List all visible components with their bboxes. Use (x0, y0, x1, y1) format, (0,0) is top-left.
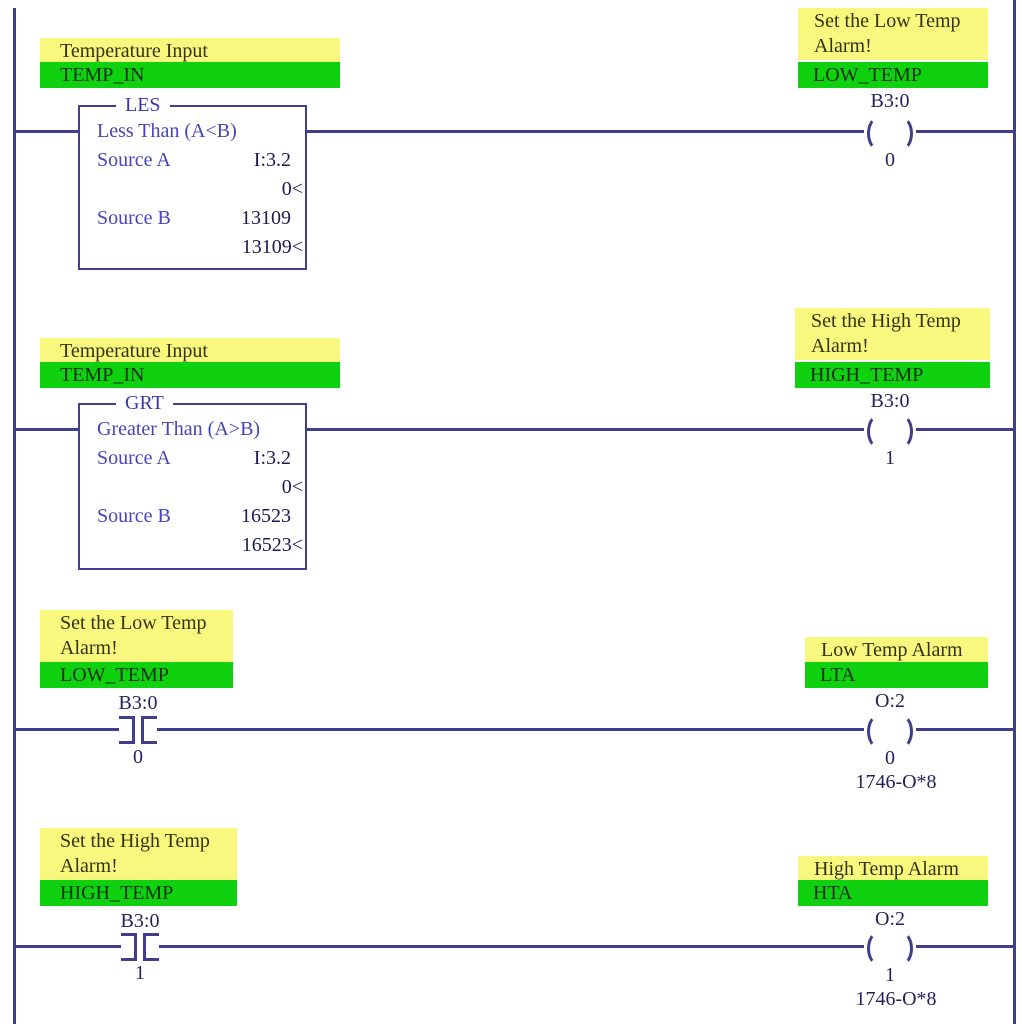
grt-mnemonic: GRT (116, 392, 173, 415)
grt-instruction-block[interactable]: GRT Greater Than (A>B) Source A I:3.2 0<… (78, 392, 307, 570)
rung3-contact-bit: 0 (133, 746, 143, 768)
rung1-input-description[interactable]: Temperature Input (40, 38, 340, 65)
rung3-input-tag[interactable]: LOW_TEMP (40, 662, 233, 688)
rung3-output-description[interactable]: Low Temp Alarm (805, 637, 988, 664)
output-coil-symbol[interactable] (864, 929, 916, 966)
coil-left-paren-icon (867, 931, 891, 966)
rung2-input-tag[interactable]: TEMP_IN (40, 362, 340, 388)
les-instruction-block[interactable]: LES Less Than (A<B) Source A I:3.2 0< So… (78, 94, 307, 270)
coil-right-paren-icon (889, 931, 913, 966)
contact-left-bracket-icon (121, 933, 137, 961)
rung3-input-description[interactable]: Set the Low Temp Alarm! (40, 610, 233, 662)
rung2-output-tag[interactable]: HIGH_TEMP (795, 362, 990, 388)
left-power-rail (13, 8, 16, 1024)
source-a-label: Source A (97, 149, 171, 171)
rung1-input-tag[interactable]: TEMP_IN (40, 62, 340, 88)
rung4-output-description[interactable]: High Temp Alarm (798, 856, 988, 883)
coil-right-paren-icon (889, 414, 913, 449)
rung-line (15, 428, 1015, 431)
rung3-output-tag[interactable]: LTA (805, 662, 988, 688)
source-a-label: Source A (97, 447, 171, 469)
rung-line (15, 728, 1015, 731)
rung1-output-tag[interactable]: LOW_TEMP (798, 62, 988, 88)
source-b-live-value: 16523< (241, 534, 303, 556)
rung4-contact-address[interactable]: B3:0 (120, 910, 160, 932)
grt-name: Greater Than (A>B) (97, 418, 261, 440)
rung-line (15, 945, 1015, 948)
rung4-contact-bit: 1 (135, 962, 145, 984)
source-a-address[interactable]: I:3.2 (253, 447, 291, 469)
rung4-coil-address[interactable]: O:2 (875, 908, 905, 930)
source-b-value[interactable]: 16523 (241, 505, 291, 527)
rung3-contact-address[interactable]: B3:0 (118, 692, 158, 714)
rung4-output-card-type: 1746-O*8 (855, 988, 937, 1010)
coil-left-paren-icon (867, 116, 891, 151)
rung2-coil-bit: 1 (885, 447, 895, 469)
rung2-input-description[interactable]: Temperature Input (40, 338, 340, 365)
contact-left-bracket-icon (119, 716, 135, 744)
rung3-output-card-type: 1746-O*8 (855, 771, 937, 793)
source-a-live-value: 0< (281, 476, 303, 498)
les-mnemonic: LES (116, 94, 170, 117)
output-coil-symbol[interactable] (864, 412, 916, 449)
rung4-input-description[interactable]: Set the High Temp Alarm! (40, 828, 237, 880)
les-name: Less Than (A<B) (97, 120, 237, 142)
xic-contact-symbol[interactable] (121, 933, 159, 961)
rung1-coil-address[interactable]: B3:0 (870, 90, 910, 112)
source-b-live-value: 13109< (241, 236, 303, 258)
rung3-coil-address[interactable]: O:2 (875, 690, 905, 712)
source-b-label: Source B (97, 505, 171, 527)
rung1-coil-bit: 0 (885, 149, 895, 171)
coil-right-paren-icon (889, 116, 913, 151)
right-power-rail (1013, 0, 1016, 1024)
rung4-coil-bit: 1 (885, 964, 895, 986)
coil-left-paren-icon (867, 414, 891, 449)
rung-line (15, 130, 1015, 133)
coil-left-paren-icon (867, 714, 891, 749)
contact-right-bracket-icon (143, 933, 159, 961)
rung2-coil-address[interactable]: B3:0 (870, 390, 910, 412)
output-coil-symbol[interactable] (864, 114, 916, 151)
rung1-output-description[interactable]: Set the Low Temp Alarm! (798, 8, 988, 60)
output-coil-symbol[interactable] (864, 712, 916, 749)
rung2-output-description[interactable]: Set the High Temp Alarm! (795, 308, 990, 360)
xic-contact-symbol[interactable] (119, 716, 157, 744)
source-b-value[interactable]: 13109 (241, 207, 291, 229)
rung4-output-tag[interactable]: HTA (798, 880, 988, 906)
contact-right-bracket-icon (141, 716, 157, 744)
rung3-coil-bit: 0 (885, 747, 895, 769)
coil-right-paren-icon (889, 714, 913, 749)
rung4-input-tag[interactable]: HIGH_TEMP (40, 880, 237, 906)
source-a-live-value: 0< (281, 178, 303, 200)
source-b-label: Source B (97, 207, 171, 229)
source-a-address[interactable]: I:3.2 (253, 149, 291, 171)
